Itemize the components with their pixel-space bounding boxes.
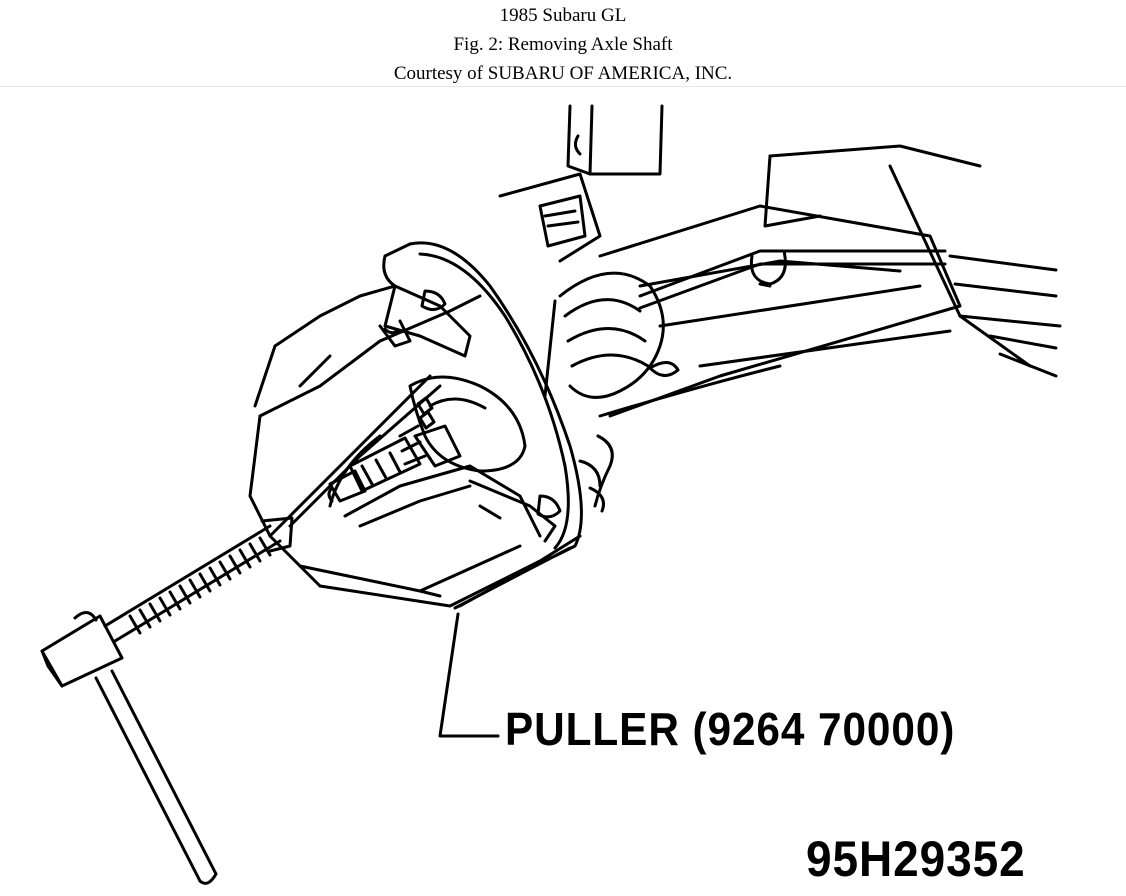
chassis-structure	[763, 144, 1062, 378]
courtesy-line: Courtesy of SUBARU OF AMERICA, INC.	[393, 63, 733, 84]
figure-title: Fig. 2: Removing Axle Shaft	[453, 34, 673, 55]
control-arm	[598, 204, 962, 418]
spline-teeth	[416, 396, 436, 430]
t-handle	[40, 611, 218, 885]
puller-upper-arm	[378, 284, 472, 358]
hub-flange	[382, 241, 614, 558]
puller-callout-label: PULLER (9264 70000)	[505, 703, 956, 755]
puller-frame	[248, 284, 582, 610]
cv-boot	[543, 271, 665, 399]
diagram-area: PULLER (9264 70000) 95H29352	[0, 86, 1126, 896]
callout-leader	[438, 612, 500, 738]
axle-shaft-center	[327, 375, 527, 503]
axle-puller-illustration	[40, 104, 1062, 885]
forcing-screw	[103, 516, 294, 643]
puller-lower-arm	[468, 479, 562, 543]
vehicle-title: 1985 Subaru GL	[499, 5, 627, 26]
strut-assembly	[498, 104, 664, 263]
tie-rod	[638, 249, 947, 310]
figure-header: 1985 Subaru GL Fig. 2: Removing Axle Sha…	[0, 0, 1126, 87]
figure-id-code: 95H29352	[806, 831, 1026, 887]
